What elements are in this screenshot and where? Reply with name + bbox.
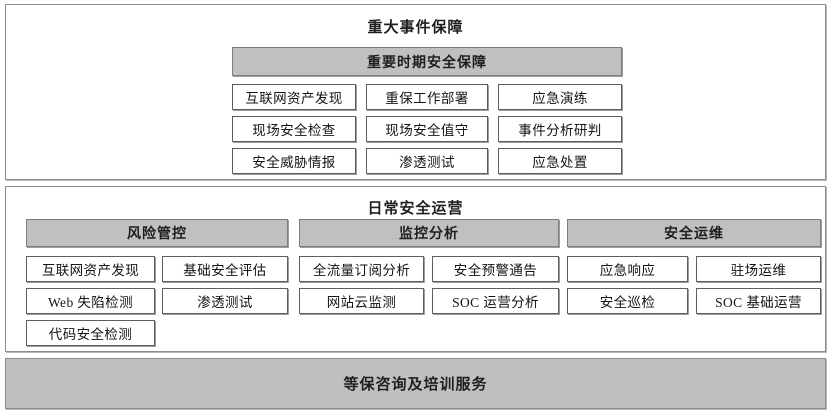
item-box[interactable]: 互联网资产发现 — [26, 256, 155, 282]
daily-operations-panel-title: 日常安全运营 — [367, 201, 464, 217]
item-box[interactable]: 安全巡检 — [567, 288, 688, 314]
item-box[interactable]: 基础安全评估 — [162, 256, 288, 282]
item-box[interactable]: 现场安全检查 — [232, 116, 356, 142]
daily-operations-panel: 日常安全运营 风险管控 监控分析 安全运维 互联网资产发现 基础安全评估 Web… — [5, 186, 826, 352]
item-box[interactable]: 渗透测试 — [162, 288, 288, 314]
consulting-panel-title: 等保咨询及培训服务 — [343, 377, 488, 393]
daily-column-header-monitoring-analysis[interactable]: 监控分析 — [299, 219, 559, 247]
major-event-header-bar[interactable]: 重要时期安全保障 — [232, 47, 622, 76]
item-box[interactable]: 全流量订阅分析 — [299, 256, 424, 282]
item-box[interactable]: 重保工作部署 — [366, 84, 488, 110]
daily-column-header-risk-control[interactable]: 风险管控 — [26, 219, 288, 247]
item-box[interactable]: 应急响应 — [567, 256, 688, 282]
item-box[interactable]: 代码安全检测 — [26, 320, 155, 346]
item-box[interactable]: SOC 基础运营 — [696, 288, 821, 314]
major-event-panel: 重大事件保障 重要时期安全保障 互联网资产发现 重保工作部署 应急演练 现场安全… — [5, 4, 826, 180]
item-box[interactable]: 安全预警通告 — [432, 256, 559, 282]
item-box[interactable]: 渗透测试 — [366, 148, 488, 174]
major-event-panel-title: 重大事件保障 — [367, 20, 464, 36]
item-box[interactable]: 现场安全值守 — [366, 116, 488, 142]
item-box[interactable]: Web 失陷检测 — [26, 288, 155, 314]
item-box[interactable]: SOC 运营分析 — [432, 288, 559, 314]
item-box[interactable]: 驻场运维 — [696, 256, 821, 282]
consulting-panel[interactable]: 等保咨询及培训服务 — [5, 358, 826, 409]
item-box[interactable]: 网站云监测 — [299, 288, 424, 314]
daily-column-header-security-ops[interactable]: 安全运维 — [567, 219, 821, 247]
item-box[interactable]: 应急演练 — [498, 84, 622, 110]
item-box[interactable]: 安全威胁情报 — [232, 148, 356, 174]
item-box[interactable]: 应急处置 — [498, 148, 622, 174]
item-box[interactable]: 事件分析研判 — [498, 116, 622, 142]
item-box[interactable]: 互联网资产发现 — [232, 84, 356, 110]
